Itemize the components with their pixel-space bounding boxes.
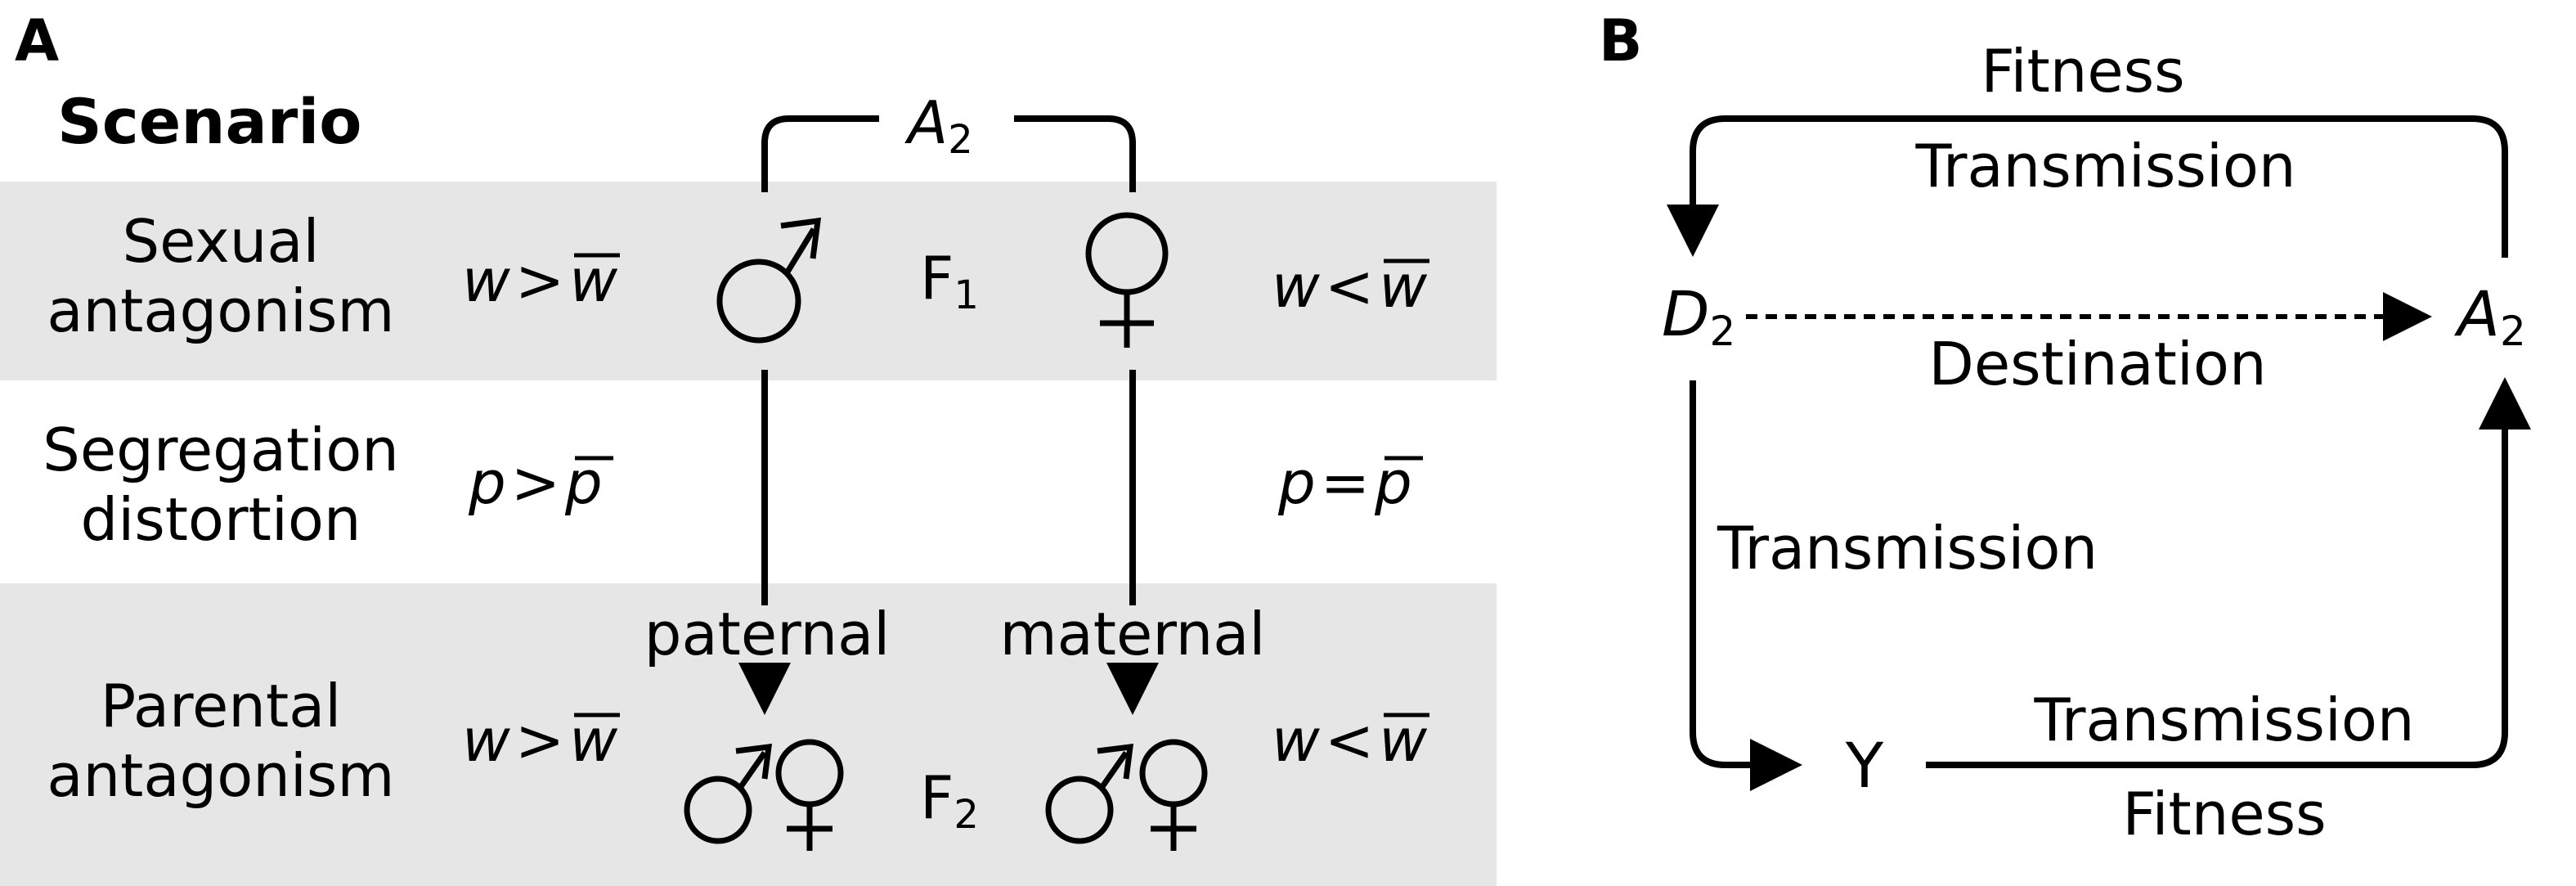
node-d2: D2	[1662, 277, 1735, 355]
fitness-top-label: Fitness	[1981, 37, 2184, 106]
svg-text:w>w: w>w	[462, 246, 617, 315]
panel-a: A Scenario Sexual antagonism Segregation…	[0, 7, 1497, 886]
destination-label: Destination	[1928, 330, 2266, 398]
scenario-sexual-line2: antagonism	[47, 277, 394, 345]
scenario-parental-line1: Parental	[101, 672, 342, 740]
relation-parental-left: w>w	[462, 706, 620, 775]
a2-bracket-left	[761, 115, 879, 192]
node-y: Y	[1845, 729, 1884, 802]
maternal-label: maternal	[1000, 600, 1266, 668]
relation-sexual-right: w<w	[1272, 252, 1429, 321]
top-loop-arrow	[1667, 115, 2508, 258]
fitness-bottom-label: Fitness	[2122, 780, 2326, 848]
paternal-label: paternal	[644, 600, 890, 668]
relation-sexual-left: w>w	[462, 246, 620, 315]
panel-b: B Fitness Transmission D2 A2 Destination…	[1599, 7, 2531, 848]
female-symbol-icon	[1085, 212, 1169, 348]
y-to-a2-arrow	[1926, 377, 2531, 768]
transmission-left-label: Transmission	[1717, 514, 2098, 582]
f2-label: F2	[920, 763, 979, 838]
f1-label: F1	[920, 244, 979, 318]
svg-text:p=p: p=p	[1277, 448, 1412, 517]
svg-text:w<w: w<w	[1272, 706, 1427, 775]
scenario-sexual-line1: Sexual	[122, 207, 319, 276]
relation-segregation-left: p>p	[468, 448, 613, 517]
offspring-paternal-icon	[684, 739, 844, 851]
male-symbol-icon	[716, 217, 822, 344]
a2-bracket-right	[1014, 115, 1136, 192]
scenario-parental-line2: antagonism	[47, 741, 394, 810]
d2-to-y-arrow	[1690, 380, 1802, 791]
svg-text:w>w: w>w	[462, 706, 617, 775]
svg-text:w<w: w<w	[1272, 252, 1427, 321]
node-a2: A2	[2453, 277, 2526, 355]
relation-parental-right: w<w	[1272, 706, 1429, 775]
transmission-bottom-label: Transmission	[2033, 686, 2414, 754]
scenario-segregation-line2: distortion	[80, 485, 361, 554]
scenario-header: Scenario	[57, 85, 361, 158]
a2-label: A2	[904, 88, 973, 163]
relation-segregation-right: p=p	[1277, 448, 1423, 517]
panel-a-label: A	[15, 7, 59, 74]
transmission-top-label: Transmission	[1914, 132, 2296, 200]
row-band-sexual-antagonism	[0, 182, 1497, 380]
panel-b-label: B	[1599, 7, 1642, 74]
scenario-segregation-line1: Segregation	[43, 416, 399, 484]
offspring-maternal-icon	[1045, 739, 1208, 851]
row-band-parental-antagonism	[0, 583, 1497, 886]
